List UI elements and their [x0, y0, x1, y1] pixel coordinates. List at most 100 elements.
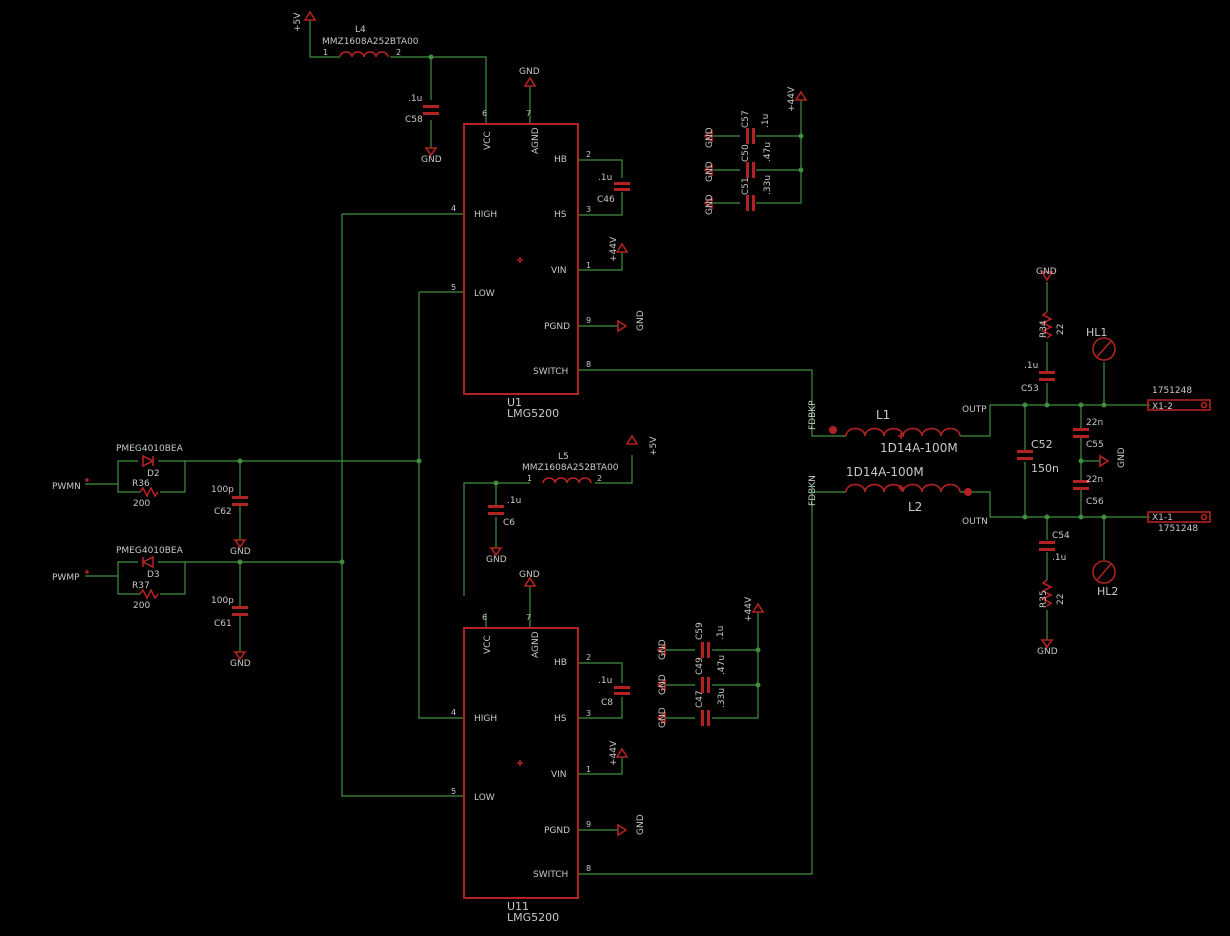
- c54-ref: C54: [1052, 531, 1070, 541]
- u11-pin-num-8: 8: [586, 864, 591, 873]
- ferrite-l4-pin-1: 1: [323, 48, 328, 57]
- c62-ref: C62: [214, 507, 232, 517]
- net-outp-label: OUTP: [962, 405, 987, 415]
- feedback-labels: FDBKP FDBKN: [808, 400, 818, 506]
- c56-ref: C56: [1086, 497, 1104, 507]
- u1-pin-pgnd: PGND: [544, 322, 570, 332]
- d3-ref: D3: [147, 570, 160, 580]
- ferrite-l5-pin-1: 1: [527, 474, 532, 483]
- c51-value: .33u: [763, 175, 773, 195]
- snubber-top: GND R34 22 .1u C53: [1021, 267, 1066, 394]
- c56-value: 22n: [1086, 475, 1103, 485]
- d3-value: PMEG4010BEA: [116, 546, 184, 556]
- c61-ref: C61: [214, 619, 232, 629]
- c49-ref: C49: [695, 657, 705, 675]
- u1-pin-num-1: 1: [586, 261, 591, 270]
- u11-pin-num-6: 6: [482, 613, 487, 622]
- c61-value: 100p: [211, 596, 234, 606]
- input-pwmp: PWMP PMEG4010BEA D3 R37 200: [52, 546, 184, 611]
- gnd-r34-label: GND: [1036, 267, 1057, 277]
- gnd-c51-label: GND: [705, 194, 715, 215]
- u1-pin-vin: VIN: [551, 266, 567, 276]
- c47-value: .33u: [717, 688, 727, 708]
- u1-pin-low: LOW: [474, 289, 495, 299]
- c53-ref: C53: [1021, 384, 1039, 394]
- c58-value: .1u: [408, 94, 422, 104]
- capacitor-c55: 22n C55: [1073, 418, 1104, 450]
- u11-pin-num-3: 3: [586, 709, 591, 718]
- net-pwmn-label: PWMN: [52, 482, 81, 492]
- c52-value: 150n: [1031, 462, 1059, 475]
- u1-pin-num-9: 9: [586, 316, 591, 325]
- l2-value: 1D14A-100M: [846, 465, 924, 479]
- gnd-r35-label: GND: [1037, 647, 1058, 657]
- gnd-c55-c56-label: GND: [1117, 447, 1127, 468]
- x1-pin1-label: X1-1: [1152, 513, 1173, 523]
- supply-44v-u11: +44V: [609, 740, 628, 766]
- u11-pin-hs: HS: [554, 714, 567, 724]
- u1-pin-num-3: 3: [586, 205, 591, 214]
- c50-ref: C50: [741, 144, 751, 162]
- capacitor-c62: 100p C62 GND: [211, 485, 251, 557]
- gnd-c57-label: GND: [705, 127, 715, 148]
- net-fdbkn-label: FDBKN: [808, 475, 818, 506]
- gnd-c49-label: GND: [658, 674, 668, 695]
- capacitor-c6: .1u C6 GND: [486, 496, 521, 565]
- capacitor-c58: .1u C58: [405, 94, 439, 125]
- supply-5v-mid: +5V: [626, 435, 659, 456]
- r35-ref: R35: [1039, 590, 1049, 608]
- hl2-ref: HL2: [1097, 585, 1118, 598]
- net-outn-label: OUTN: [962, 517, 988, 527]
- c55-value: 22n: [1086, 418, 1103, 428]
- gnd-u1-agnd-label: GND: [519, 67, 540, 77]
- gnd-u11-agnd: GND: [519, 570, 540, 587]
- c50-value: .47u: [763, 142, 773, 162]
- input-pwmn: PWMN PMEG4010BEA D2 R36 200: [52, 444, 184, 509]
- u11-value: LMG5200: [507, 911, 559, 924]
- decoupling-bottom: GND GND GND C59 .1u C49 .47u C47 .33u +4…: [656, 596, 764, 728]
- u11-pin-num-4: 4: [451, 708, 456, 717]
- c57-ref: C57: [741, 110, 751, 128]
- gnd-c55-c56: GND: [1099, 447, 1127, 468]
- net-pwmp-label: PWMP: [52, 573, 80, 583]
- supply-44v-u11-label: +44V: [609, 740, 619, 766]
- u11-pin-num-9: 9: [586, 820, 591, 829]
- connector-x1: 1751248 X1-2 X1-1 1751248: [1147, 386, 1211, 534]
- supply-5v-mid-label: +5V: [649, 436, 659, 456]
- u1-pin-hb: HB: [554, 155, 567, 165]
- c59-ref: C59: [695, 622, 705, 640]
- r34-value: 22: [1056, 324, 1066, 335]
- gnd-c58-label: GND: [421, 155, 442, 165]
- c53-value: .1u: [1024, 361, 1038, 371]
- gnd-u11-agnd-label: GND: [519, 570, 540, 580]
- r37-value: 200: [133, 601, 150, 611]
- capacitor-c61: 100p C61 GND: [211, 596, 251, 669]
- c62-value: 100p: [211, 485, 234, 495]
- c59-value: .1u: [716, 626, 726, 640]
- capacitor-c8: .1u C8: [598, 676, 630, 708]
- ferrite-l5-pin-2: 2: [597, 474, 602, 483]
- x1-value-top: 1751248: [1152, 386, 1192, 396]
- c47-ref: C47: [695, 690, 705, 708]
- snubber-bottom: C54 .1u R35 22 GND: [1037, 531, 1070, 657]
- r37-ref: R37: [132, 581, 150, 591]
- x1-value-bottom: 1751248: [1158, 524, 1198, 534]
- u1-pin-hs: HS: [554, 210, 567, 220]
- supply-44v-u1: +44V: [609, 236, 628, 262]
- l2-ref: L2: [908, 500, 922, 514]
- gnd-c58: GND: [421, 147, 442, 165]
- c6-value: .1u: [507, 496, 521, 506]
- supply-5v-top: +5V: [293, 11, 316, 32]
- lamp-hl1: HL1: [1086, 326, 1116, 361]
- c49-value: .47u: [717, 655, 727, 675]
- l1-ref: L1: [876, 408, 890, 422]
- u1-pin-num-7: 7: [526, 109, 531, 118]
- c6-ref: C6: [503, 518, 515, 528]
- r34-ref: R34: [1039, 320, 1049, 338]
- inductor-l2: 1D14A-100M L2: [811, 465, 972, 514]
- u1-pin-agnd: AGND: [531, 127, 541, 154]
- u11-pin-hb: HB: [554, 658, 567, 668]
- supply-5v-top-label: +5V: [293, 12, 303, 32]
- gnd-c47-label: GND: [658, 707, 668, 728]
- chip-u1: VCC AGND HB HS VIN PGND SWITCH HIGH LOW …: [451, 109, 591, 420]
